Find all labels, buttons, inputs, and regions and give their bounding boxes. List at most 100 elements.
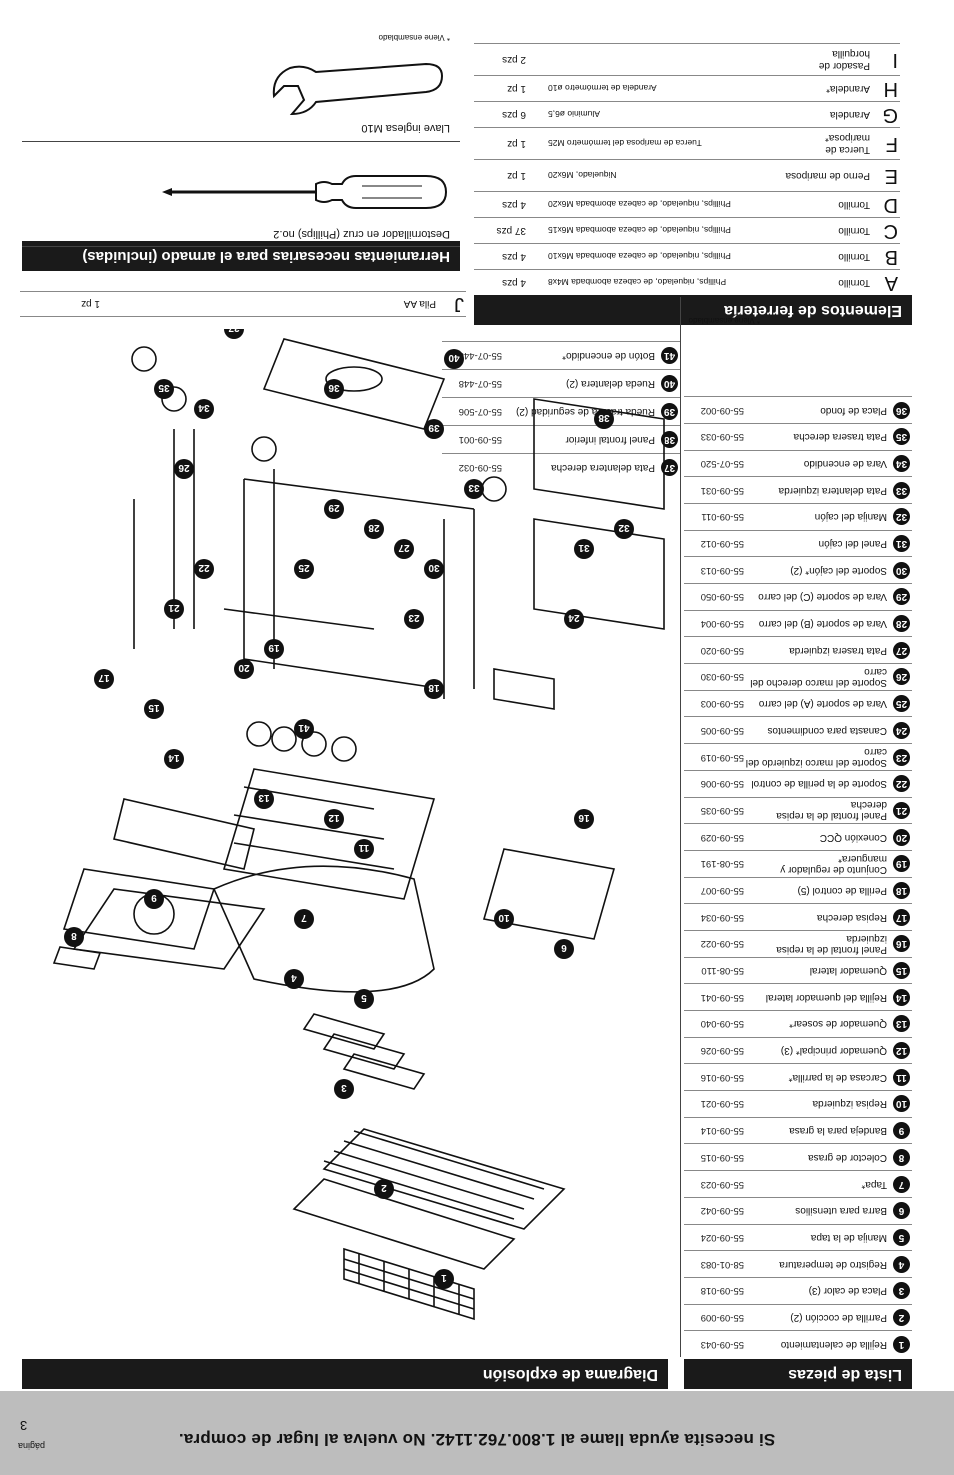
part-code: 55-09-030	[700, 671, 744, 683]
part-number: 25	[893, 695, 910, 713]
part-number: 14	[893, 988, 910, 1006]
part-code: 55-09-050	[700, 591, 744, 603]
part-name: Conexión QCC	[819, 831, 887, 843]
part-number: 9	[893, 1122, 910, 1140]
part-name: Pata trasera derecha	[793, 431, 887, 443]
part-number: 27	[893, 641, 910, 659]
part-code: 55-09-012	[700, 538, 744, 550]
svg-text:16: 16	[578, 812, 590, 823]
part-code: 55-09-021	[700, 1098, 744, 1110]
parts-row: 26 Soporte del marco derecho del carro 55-…	[684, 663, 912, 690]
part-name: Pata delantera izquierda	[778, 484, 887, 496]
hardware-desc: Niquelado, M6x20	[548, 170, 617, 181]
part-code: 55-09-041	[700, 991, 744, 1003]
svg-text:12: 12	[328, 812, 340, 823]
hardware-name: Tornillo	[838, 277, 870, 289]
diagram-callouts: 1 2 3 4 5 6 7 8 9 10 11 12 13 14 15 16 1…	[64, 329, 634, 1289]
page-word: página	[18, 1441, 46, 1451]
part-name: Repisa derecha	[816, 911, 887, 923]
part-number: 28	[893, 615, 910, 633]
hardware-desc: Phillips, niquelado, de cabeza abombada …	[548, 199, 731, 210]
part-code: 55-09-005	[700, 724, 744, 736]
part-name: Vara de soporte (C) del carro	[758, 591, 887, 603]
part-name: Placa de calor (3)	[808, 1285, 887, 1297]
svg-text:1: 1	[441, 1272, 447, 1283]
part-name: Vara de encendido	[803, 457, 887, 469]
part-code: 55-09-023	[700, 1178, 744, 1190]
part-number: 35	[893, 428, 910, 446]
hardware-desc: Arandela de termómetro ø10	[548, 83, 657, 94]
part-name: Quemador principal* (3)	[780, 1045, 887, 1057]
hardware-row-j: J Pila AA 1 pz	[20, 291, 466, 317]
hardware-name: Perno de mariposa	[785, 170, 871, 182]
svg-text:37: 37	[228, 329, 240, 333]
hardware-qty: 1 pz	[507, 83, 526, 94]
part-code: 55-09-019	[700, 751, 744, 763]
part-name: Parrilla de cocción (2)	[790, 1311, 887, 1323]
part-number: 26	[893, 668, 910, 686]
svg-text:22: 22	[198, 562, 210, 573]
part-name: Soporte de la perilla de control	[751, 778, 887, 790]
part-code: 55-07-520	[700, 457, 744, 469]
part-name: Panel frontal de la repisa izquierda	[776, 932, 887, 955]
part-number: 31	[893, 535, 910, 553]
hardware-qty: 4 pzs	[502, 251, 526, 262]
part-number: 1	[893, 1335, 910, 1353]
part-number: 20	[893, 828, 910, 846]
svg-text:13: 13	[258, 792, 270, 803]
svg-text:23: 23	[408, 612, 420, 623]
hardware-name: Tuerca de mariposa*	[824, 132, 870, 156]
part-name: Soporte del cajón* (2)	[790, 564, 887, 576]
part-number: 15	[893, 962, 910, 980]
part-name: Rejilla del quemador lateral	[765, 991, 887, 1003]
part-number: 18	[893, 881, 910, 899]
side-shelves	[62, 798, 616, 950]
hardware-name: Tornillo	[838, 251, 870, 263]
svg-text:29: 29	[328, 502, 340, 513]
screwdriver-icon	[162, 175, 448, 209]
part-code: 55-09-004	[700, 618, 744, 630]
hardware-qty: 1 pz	[507, 170, 526, 181]
hardware-name: Arandela*	[826, 83, 870, 95]
hardware-name: Tornillo	[838, 199, 870, 211]
part-code: 55-09-018	[700, 1285, 744, 1297]
svg-text:4: 4	[291, 972, 297, 983]
part-name: Registro de temperatura	[779, 1258, 887, 1270]
part-number: 36	[893, 401, 910, 419]
part-number: 7	[893, 1175, 910, 1193]
part-code: 55-08-191	[700, 858, 744, 870]
part-number: 32	[893, 508, 910, 526]
svg-text:21: 21	[168, 602, 180, 613]
hardware-letter: C	[883, 220, 898, 242]
svg-text:30: 30	[428, 562, 440, 573]
assembled-note: * Viene ensamblado	[688, 316, 760, 325]
hardware-desc: Tuerca de mariposa del termómetro M25	[548, 138, 702, 149]
svg-text:34: 34	[198, 402, 210, 413]
hardware-letter: B	[884, 246, 898, 268]
part-name: Carcasa de la parrilla*	[788, 1071, 887, 1083]
svg-text:35: 35	[158, 382, 170, 393]
part-name: Barra para utensilios	[795, 1205, 887, 1217]
part-number: 8	[893, 1148, 910, 1166]
part-code: 55-09-035	[700, 804, 744, 816]
part-number: 5	[893, 1228, 910, 1246]
part-code: 55-09-014	[700, 1125, 744, 1137]
part-name: Soporte del marco derecho del carro	[750, 665, 887, 688]
tools-panel: Destornillador en cruz (Phillips) no.2 L…	[22, 18, 460, 247]
